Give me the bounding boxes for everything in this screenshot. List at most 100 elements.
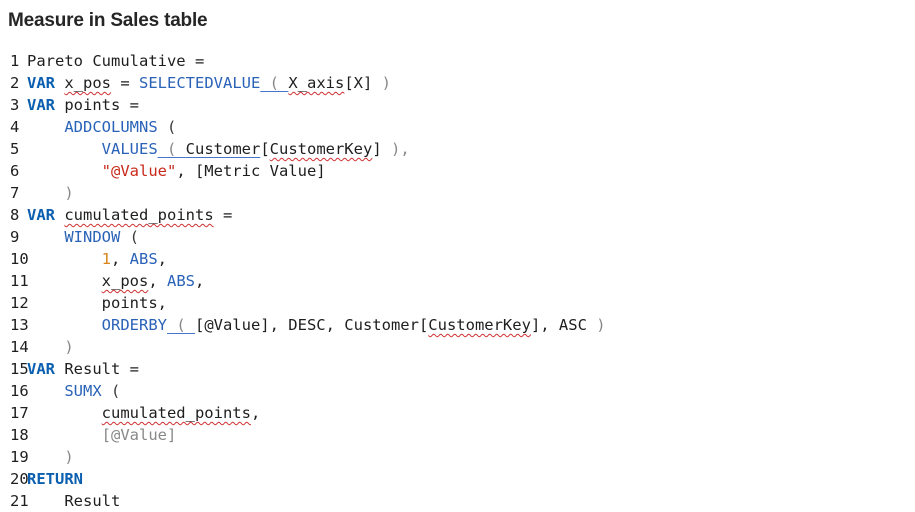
paren: ( <box>157 140 186 158</box>
code-line: 2 VAR x_pos = SELECTEDVALUE ( X_axis[X] ) <box>10 72 900 94</box>
line-number: 9 <box>10 228 20 246</box>
line-number: 16 <box>10 382 29 400</box>
code-line: 12 points, <box>10 292 900 314</box>
variable-ref: x_pos <box>101 272 149 290</box>
column-ref: [@Value] <box>101 426 177 444</box>
table-ref: X_axis <box>288 74 345 92</box>
page-title: Measure in Sales table <box>8 10 208 31</box>
comma: , <box>250 404 261 422</box>
function-name: SELECTEDVALUE <box>139 74 261 92</box>
code-line: 17 cumulated_points, <box>10 402 900 424</box>
operator: = <box>213 206 233 224</box>
variable-name: cumulated_points <box>64 206 214 224</box>
variable-name: points <box>64 96 121 114</box>
keyword-var: VAR <box>27 360 55 378</box>
line-number: 3 <box>10 96 20 114</box>
bracket: [ <box>260 140 270 158</box>
line-number: 20 <box>10 470 29 488</box>
line-number: 12 <box>10 294 29 312</box>
order-args: ], ASC <box>530 316 597 334</box>
line-number: 13 <box>10 316 29 334</box>
function-name: SUMX <box>64 382 102 400</box>
comma: , <box>148 272 167 290</box>
operator: = <box>185 52 205 70</box>
function-name: WINDOW <box>64 228 121 246</box>
keyword-var: VAR <box>27 74 55 92</box>
code-line: 19 ) <box>10 446 900 468</box>
line-number: 15 <box>10 360 29 378</box>
paren: ( <box>260 74 289 92</box>
line-number: 7 <box>10 184 20 202</box>
code-line: 3 VAR points = <box>10 94 900 116</box>
comma: , <box>111 250 130 268</box>
operator: = <box>111 74 140 92</box>
table-ref: Customer <box>185 140 261 158</box>
column-ref: [@Value] <box>194 316 270 334</box>
paren: ), <box>381 140 410 158</box>
code-line: 13 ORDERBY ( [@Value], DESC, Customer[Cu… <box>10 314 900 336</box>
comma: , <box>157 250 168 268</box>
keyword-var: VAR <box>27 96 55 114</box>
line-number: 14 <box>10 338 29 356</box>
function-name: ADDCOLUMNS <box>64 118 158 136</box>
code-line: 14 ) <box>10 336 900 358</box>
line-number: 2 <box>10 74 20 92</box>
line-number: 21 <box>10 492 29 510</box>
line-number: 11 <box>10 272 29 290</box>
column-ref: CustomerKey <box>428 316 531 334</box>
line-number: 19 <box>10 448 29 466</box>
paren: ) <box>64 184 74 202</box>
bracket: ] <box>372 140 382 158</box>
paren: ) <box>64 338 74 356</box>
line-number: 1 <box>10 52 20 70</box>
paren: ( <box>120 228 139 246</box>
paren: ( <box>101 382 121 400</box>
line-number: 17 <box>10 404 29 422</box>
code-line: 7 ) <box>10 182 900 204</box>
line-number: 18 <box>10 426 29 444</box>
column-ref: [X] <box>344 74 373 92</box>
paren: ( <box>157 118 177 136</box>
paren: ) <box>596 316 606 334</box>
code-line: 4 ADDCOLUMNS ( <box>10 116 900 138</box>
line-number: 5 <box>10 140 20 158</box>
paren: ( <box>166 316 195 334</box>
code-line: 10 1, ABS, <box>10 248 900 270</box>
operator: = <box>120 96 140 114</box>
order-args: , DESC, Customer[ <box>269 316 429 334</box>
code-line: 16 SUMX ( <box>10 380 900 402</box>
keyword-var: VAR <box>27 206 55 224</box>
column-ref: , [Metric Value] <box>176 162 326 180</box>
number-literal: 1 <box>101 250 111 268</box>
code-line: 1 Pareto Cumulative = <box>10 50 900 72</box>
code-line: 11 x_pos, ABS, <box>10 270 900 292</box>
keyword-abs: ABS <box>129 250 158 268</box>
variable-ref: points, <box>101 294 167 312</box>
comma: , <box>195 272 205 290</box>
line-number: 8 <box>10 206 20 224</box>
keyword-abs: ABS <box>167 272 195 290</box>
code-line: 21 Result <box>10 490 900 512</box>
line-number: 6 <box>10 162 20 180</box>
column-ref: CustomerKey <box>269 140 373 158</box>
code-line: 5 VALUES ( Customer[CustomerKey] ), <box>10 138 900 160</box>
line-number: 10 <box>10 250 29 268</box>
keyword-return: RETURN <box>27 470 83 488</box>
code-line: 9 WINDOW ( <box>10 226 900 248</box>
code-line: 18 [@Value] <box>10 424 900 446</box>
paren: ) <box>372 74 392 92</box>
variable-name: x_pos <box>64 74 112 92</box>
paren: ) <box>64 448 74 466</box>
string-literal: "@Value" <box>101 162 177 180</box>
line-number: 4 <box>10 118 20 136</box>
variable-name: Result = <box>55 360 139 378</box>
function-name: VALUES <box>101 140 158 158</box>
variable-ref: Result <box>64 492 121 510</box>
variable-ref: cumulated_points <box>101 404 251 422</box>
function-name: ORDERBY <box>101 316 167 334</box>
measure-name: Pareto Cumulative <box>27 52 186 70</box>
code-line: 6 "@Value", [Metric Value] <box>10 160 900 182</box>
